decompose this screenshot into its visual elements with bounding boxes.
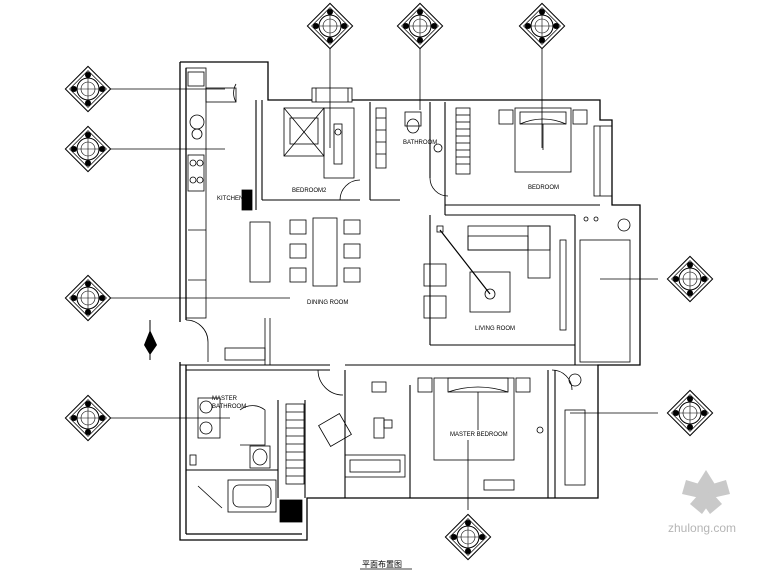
room-label-living-room: LIVING ROOM [475, 326, 515, 332]
bedroom-area [498, 107, 613, 197]
elevation-marker-icon [64, 274, 112, 322]
master-bathroom-area [189, 397, 303, 523]
watermark-text: zhulong.com [668, 521, 736, 535]
elevation-marker-icon [666, 255, 714, 303]
study-area [285, 369, 406, 485]
watermark-logo-icon [682, 470, 730, 514]
elevation-marker-icon [306, 2, 354, 50]
room-label-dining-room: DINING ROOM [307, 300, 348, 306]
kitchen-area [185, 67, 253, 319]
room-label-kitchen: KITCHEN [217, 196, 243, 202]
plan-caption: 平面布置图 [362, 559, 402, 569]
elevation-marker-icon [666, 389, 714, 437]
elevation-marker-icon [64, 125, 112, 173]
master-bedroom-area [417, 369, 586, 491]
bedroom2-area [283, 87, 361, 201]
room-label-master-bathroom-line1: MASTER [212, 396, 238, 402]
living-area [423, 216, 631, 363]
elevation-marker-icon [64, 65, 112, 113]
north-arrow-icon [144, 320, 157, 360]
room-label-master-bedroom: MASTER BEDROOM [450, 432, 508, 438]
interior-walls [180, 100, 600, 498]
elevation-marker-icon [64, 394, 112, 442]
room-label-bedroom: BEDROOM [528, 185, 559, 191]
dining-area [185, 217, 361, 365]
elevation-marker-icon [396, 2, 444, 50]
elevation-marker-icon [518, 2, 566, 50]
room-label-bedroom2: BEDROOM2 [292, 188, 327, 194]
elevation-marker-icon [444, 513, 492, 561]
room-label-bathroom: BATHROOM [403, 140, 437, 146]
marker-leaders [110, 46, 658, 510]
room-label-master-bathroom-line2: BATHROOM [212, 404, 246, 410]
bathroom-area [375, 107, 471, 197]
